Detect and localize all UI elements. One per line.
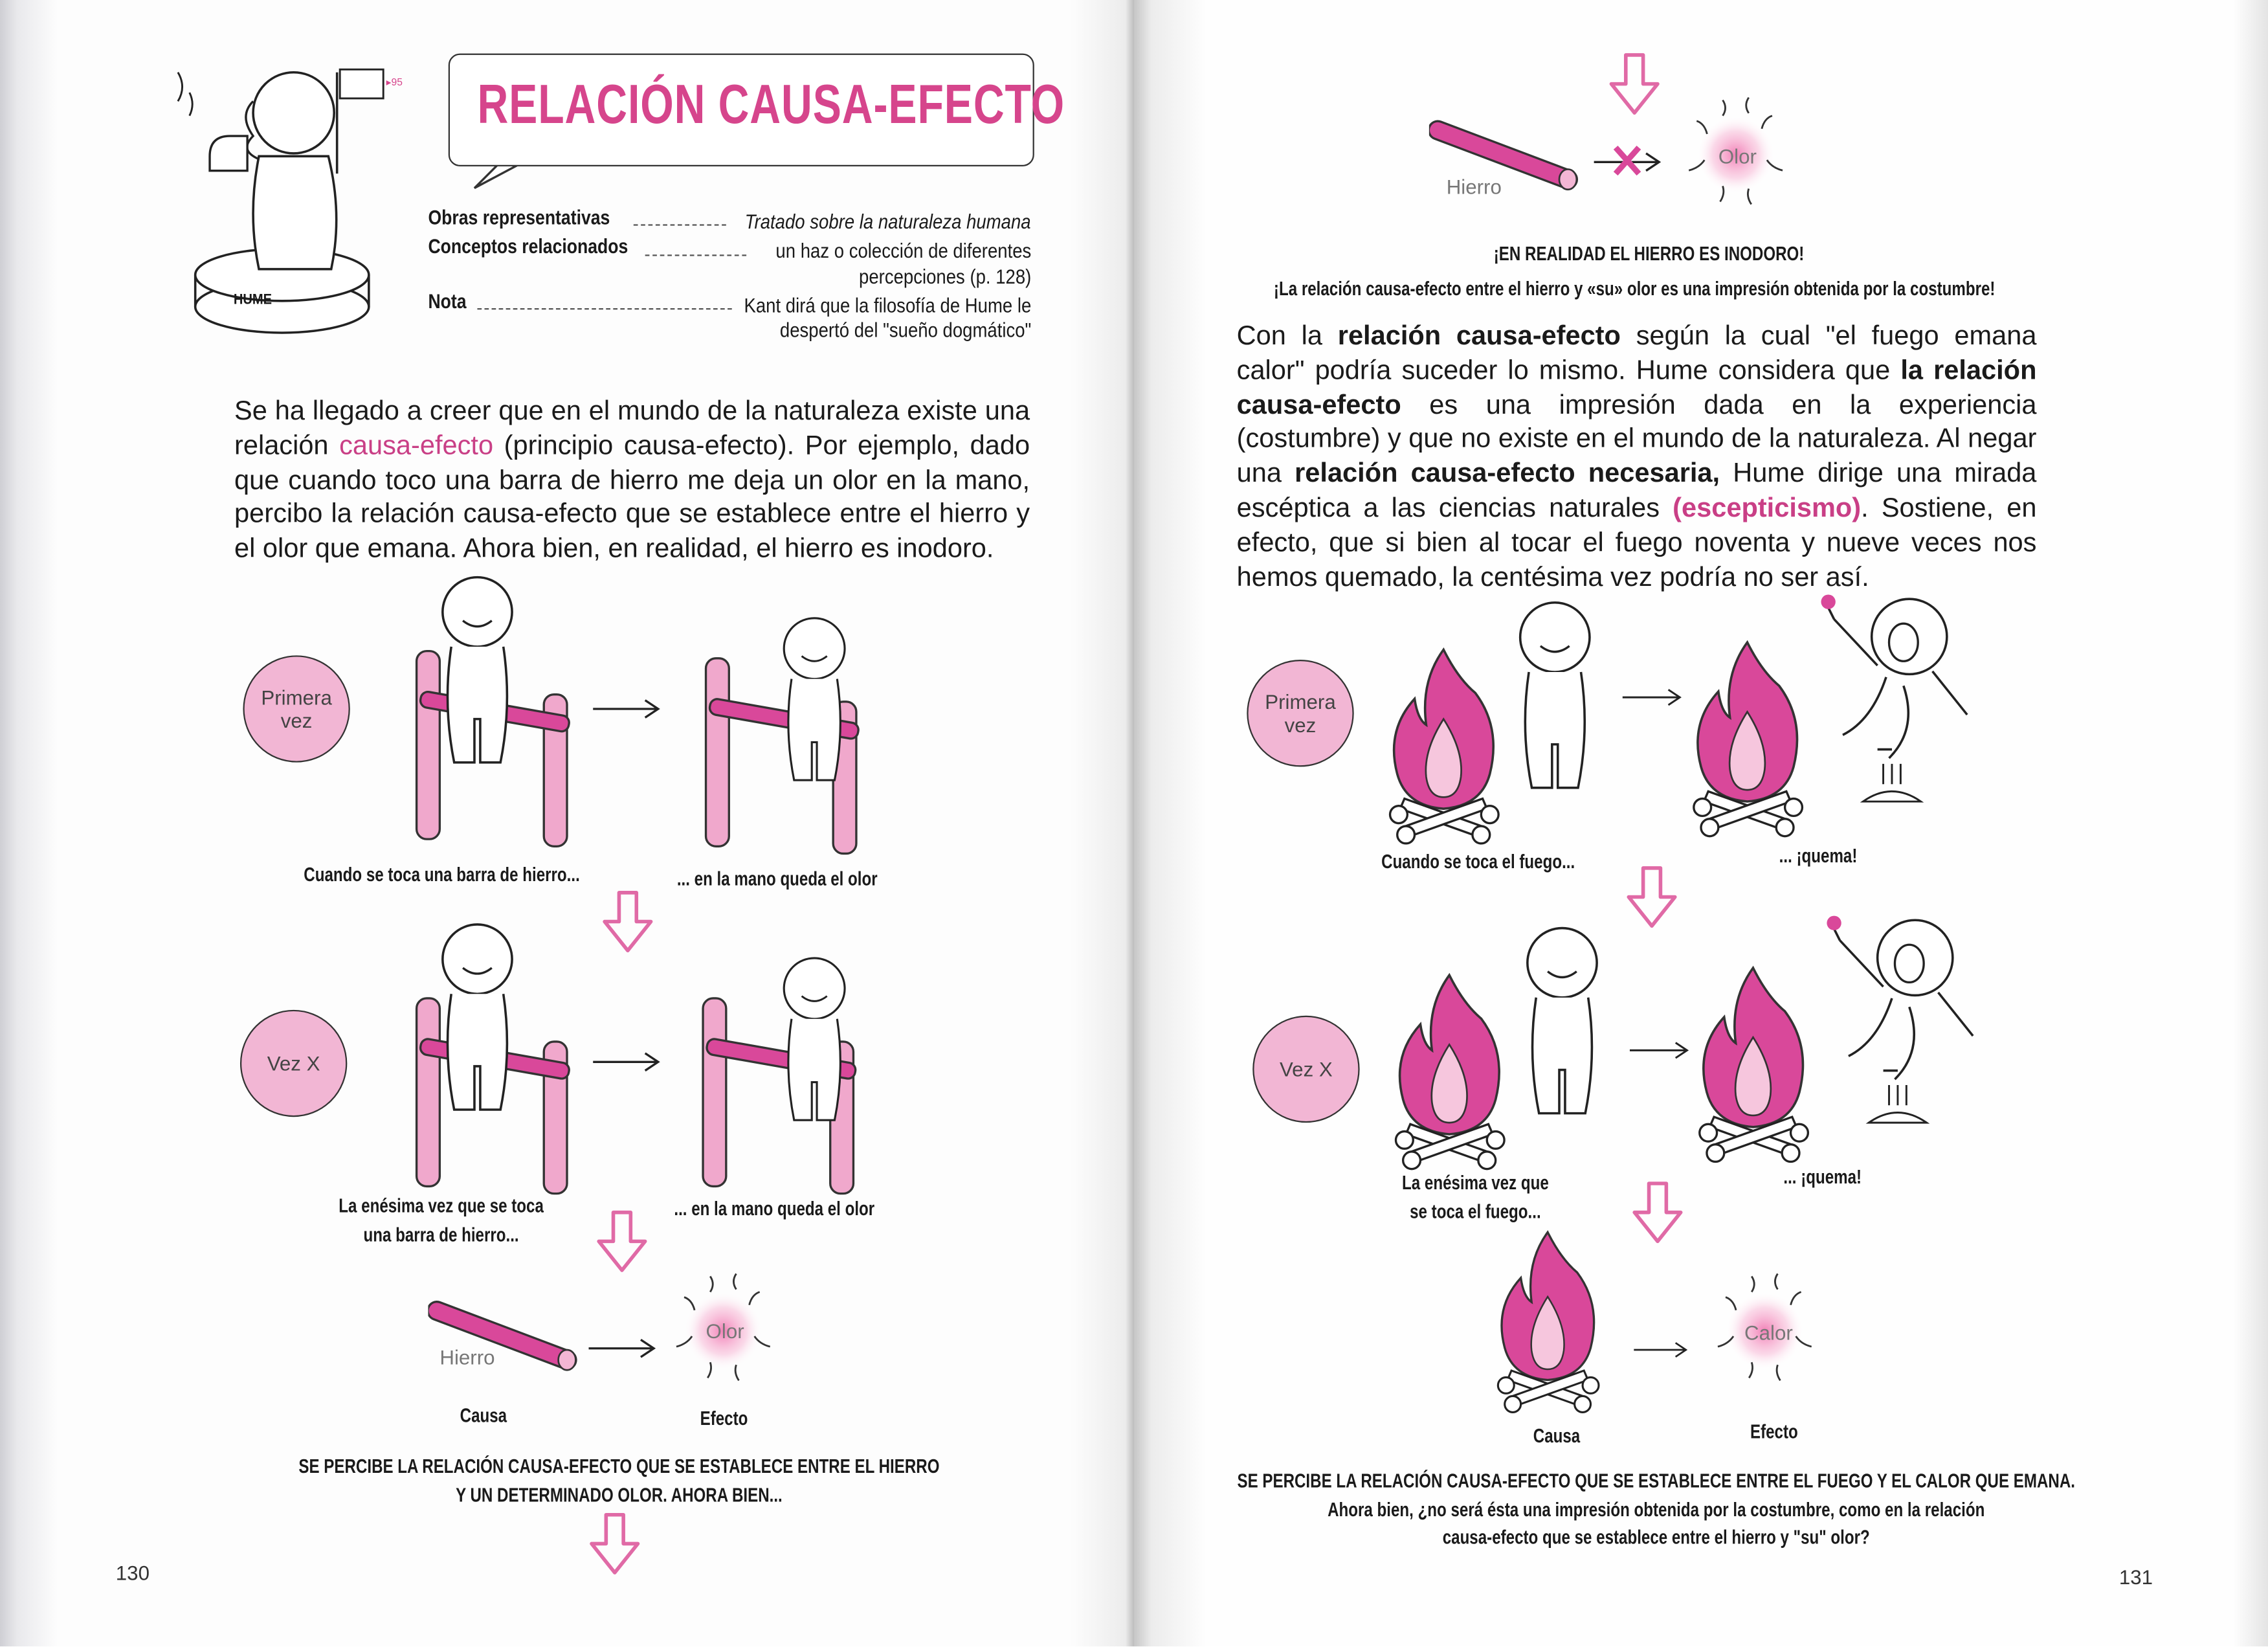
arrow-down-icon: [599, 1213, 645, 1270]
conclusion-line: Ahora bien, ¿no será ésta una impresión …: [1328, 1498, 1985, 1520]
conclusion-line: SE PERCIBE LA RELACIÓN CAUSA-EFECTO QUE …: [298, 1455, 940, 1477]
fire-icon: [1496, 1231, 1600, 1414]
cross-mark-icon: [1613, 145, 1641, 176]
text: (principio causa-efecto). Por ejemplo, d…: [234, 429, 1030, 563]
person-touching-icon: [441, 576, 513, 764]
effect-label: Efecto: [1750, 1420, 1798, 1442]
text: es una impresión dada en la experiencia …: [1236, 388, 2037, 488]
heat-label: Calor: [1744, 1321, 1793, 1345]
arrow-down-icon: [1611, 55, 1658, 113]
info-value: un haz o colección de diferentes percepc…: [775, 238, 1032, 288]
conclusion-line: SE PERCIBE LA RELACIÓN CAUSA-EFECTO QUE …: [1237, 1470, 2075, 1492]
fire-icon: [1394, 974, 1506, 1171]
page-number: 130: [115, 1561, 150, 1584]
text: Con la: [1236, 319, 1338, 350]
badge-nth-time: Vez X: [1252, 1015, 1360, 1123]
bold-term: la relación causa-efecto: [1236, 354, 2037, 420]
caption-line: La enésima vez que se toca: [339, 1194, 544, 1217]
info-label: Conceptos relacionados: [428, 234, 628, 258]
info-value: Tratado sobre la naturaleza humana: [745, 210, 1032, 233]
info-value: Kant dirá que la filosofía de Hume le de…: [744, 293, 1032, 342]
conclusion-line: Y UN DETERMINADO OLOR. AHORA BIEN...: [456, 1483, 783, 1506]
leader-dots: [477, 308, 732, 310]
arrow-right-icon: [592, 699, 660, 719]
iron-label: Hierro: [1446, 175, 1502, 199]
person-touching-icon: [441, 923, 513, 1111]
badge-first-time: Primera vez: [243, 655, 350, 763]
arrow-down-icon: [605, 893, 651, 950]
highlight-term: (escepticismo): [1673, 491, 1862, 522]
title-box: [448, 53, 1034, 166]
arrow-right-icon: [1632, 1341, 1687, 1358]
info-label: Nota: [428, 289, 467, 313]
text: . Sostiene, en efecto, que si bien al to…: [1236, 491, 2037, 592]
arrow-right-icon: [1621, 688, 1681, 706]
badge-nth-time: Vez X: [239, 1009, 348, 1117]
conclusion-line: causa-efecto que se establece entre el h…: [1442, 1526, 1870, 1549]
conclusion: SE PERCIBE LA RELACIÓN CAUSA-EFECTO QUE …: [274, 1453, 964, 1509]
page-number: 131: [2118, 1565, 2153, 1589]
person-touching-icon: [1518, 601, 1591, 789]
conclusion: SE PERCIBE LA RELACIÓN CAUSA-EFECTO QUE …: [1194, 1467, 2119, 1552]
hume-label: HUME: [233, 292, 272, 308]
text: Hume dirige una mirada escéptica a las c…: [1236, 457, 2037, 522]
intro-paragraph: Se ha llegado a creer que en el mundo de…: [234, 394, 1030, 566]
person-touching-icon: [1526, 926, 1598, 1115]
arrow-right-icon: [1629, 1041, 1689, 1059]
caption: La enésima vez que se toca el fuego...: [1394, 1169, 1556, 1226]
person-smelling-icon: [783, 957, 846, 1121]
speech-tail: [473, 162, 522, 189]
section-subheading: ¡La relación causa-efecto entre el hierr…: [1273, 278, 1996, 300]
text: Se ha llegado a creer que en el mundo de…: [234, 395, 1030, 460]
caption: ... en la mano queda el olor: [676, 868, 878, 890]
text: según la cual "el fuego emana calor" pod…: [1236, 319, 2037, 385]
person-smelling-icon: [783, 617, 846, 781]
badge-first-time: Primera vez: [1247, 660, 1354, 767]
burned-person-icon: [1827, 916, 1973, 1123]
caption-line: una barra de hierro...: [363, 1223, 519, 1245]
hume-figurine-icon: [177, 68, 384, 334]
caption: ... ¡quema!: [1783, 1166, 1862, 1188]
smell-label: Olor: [706, 1319, 744, 1343]
effect-label: Efecto: [700, 1407, 748, 1429]
page-title: RELACIÓN CAUSA-EFECTO: [477, 75, 1065, 137]
fire-icon: [1388, 648, 1500, 845]
cause-label: Causa: [460, 1404, 507, 1427]
leader-dots: [645, 254, 747, 256]
caption: ... en la mano queda el olor: [674, 1198, 875, 1220]
leader-dots: [633, 224, 726, 226]
caption-line: La enésima vez que: [1402, 1172, 1549, 1194]
caption: Cuando se toca una barra de hierro...: [304, 864, 580, 886]
fire-icon: [1693, 641, 1804, 838]
burned-person-icon: [1821, 594, 1967, 801]
caption-line: se toca el fuego...: [1410, 1200, 1541, 1222]
info-label: Obras representativas: [428, 205, 610, 229]
arrow-down-icon: [592, 1515, 638, 1573]
page-reference: ▸95: [386, 78, 403, 89]
arrow-down-icon: [1629, 868, 1675, 926]
arrow-right-icon: [592, 1052, 660, 1072]
fire-icon: [1698, 967, 1810, 1163]
smell-label: Olor: [1718, 144, 1757, 168]
highlight-term: causa-efecto: [339, 429, 494, 460]
bold-term: relación causa-efecto: [1337, 319, 1621, 350]
arrow-down-icon: [1634, 1183, 1681, 1241]
caption: Cuando se toca el fuego...: [1381, 851, 1575, 873]
bold-term: relación causa-efecto necesaria,: [1295, 457, 1720, 488]
body-paragraph: Con la relación causa-efecto según la cu…: [1237, 319, 2037, 594]
caption: ... ¡quema!: [1779, 845, 1858, 867]
section-heading: ¡EN REALIDAD EL HIERRO ES INODORO!: [1493, 243, 1805, 265]
iron-label: Hierro: [439, 1345, 495, 1369]
caption: La enésima vez que se toca una barra de h…: [331, 1192, 551, 1248]
cause-label: Causa: [1533, 1425, 1581, 1447]
arrow-right-icon: [587, 1338, 655, 1358]
